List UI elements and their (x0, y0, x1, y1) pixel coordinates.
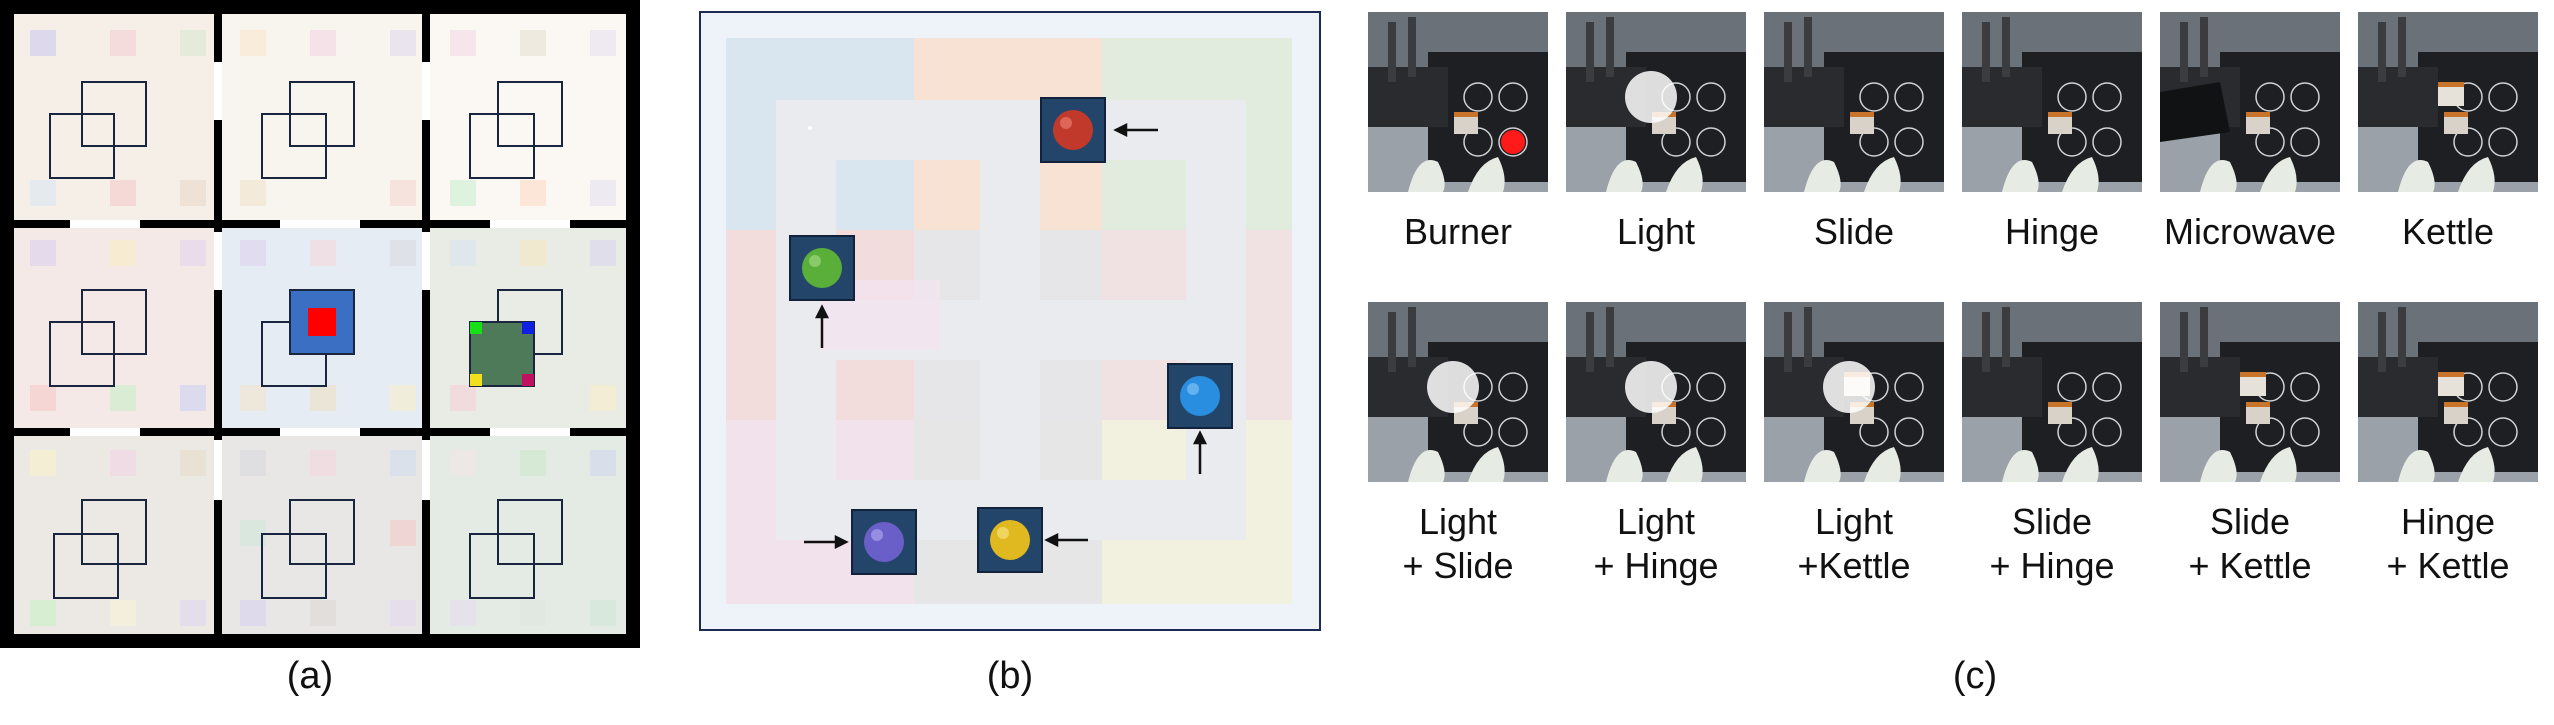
kitchen-thumbnail (1764, 302, 1944, 482)
kitchen-thumbnail (1566, 12, 1746, 192)
kitchen-task-label: Slide (1813, 211, 1895, 252)
kitchen-task-label: Light + Hinge (1593, 501, 1719, 586)
kitchen-task-label: Microwave (2163, 211, 2337, 252)
kitchen-thumbnail (1764, 12, 1944, 192)
ball-red (1040, 97, 1106, 163)
kitchen-thumbnail (1962, 302, 2142, 482)
ball-blue (1167, 363, 1233, 429)
kitchen-task-label: Burner (1403, 211, 1513, 252)
ball-yellow (977, 507, 1043, 573)
kitchen-thumbnail (2160, 302, 2340, 482)
kitchen-thumbnail (1368, 12, 1548, 192)
agent-center (289, 289, 355, 355)
kitchen-task-label: Light (1616, 211, 1696, 252)
maze-figure (699, 11, 1321, 631)
kitchen-thumbnail (1368, 302, 1548, 482)
caption-c: (c) (1952, 655, 1998, 697)
kitchen-task-label: Hinge (2004, 211, 2100, 252)
kitchen-task-label: Light +Kettle (1797, 501, 1911, 586)
grid-world-figure (0, 0, 640, 648)
kitchen-task-label: Kettle (2401, 211, 2495, 252)
agent-right (469, 321, 535, 387)
kitchen-task-label: Slide + Kettle (2188, 501, 2312, 586)
panel-a-grid-world: (a) (0, 0, 640, 720)
caption-a: (a) (286, 655, 334, 697)
faint-markers (30, 30, 616, 626)
caption-b: (b) (986, 655, 1034, 697)
kitchen-thumbnail (1962, 12, 2142, 192)
grid-outer-wall (0, 0, 640, 648)
panel-b-maze: (b) (680, 0, 1340, 720)
kitchen-thumbnail (2160, 12, 2340, 192)
ball-purple (851, 509, 917, 575)
grid-inner-walls (14, 14, 626, 634)
maze-start-dot (808, 126, 812, 130)
direction-arrows (804, 122, 1208, 550)
kitchen-thumbnail (1566, 302, 1746, 482)
goal-outline-squares (49, 81, 563, 599)
kitchen-task-label: Hinge + Kettle (2386, 501, 2510, 586)
kitchen-task-label: Light + Slide (1402, 501, 1514, 586)
ball-green (789, 235, 855, 301)
kitchen-thumbnail (2358, 12, 2538, 192)
kitchen-thumbnail (2358, 302, 2538, 482)
kitchen-task-label: Slide + Hinge (1989, 501, 2115, 586)
